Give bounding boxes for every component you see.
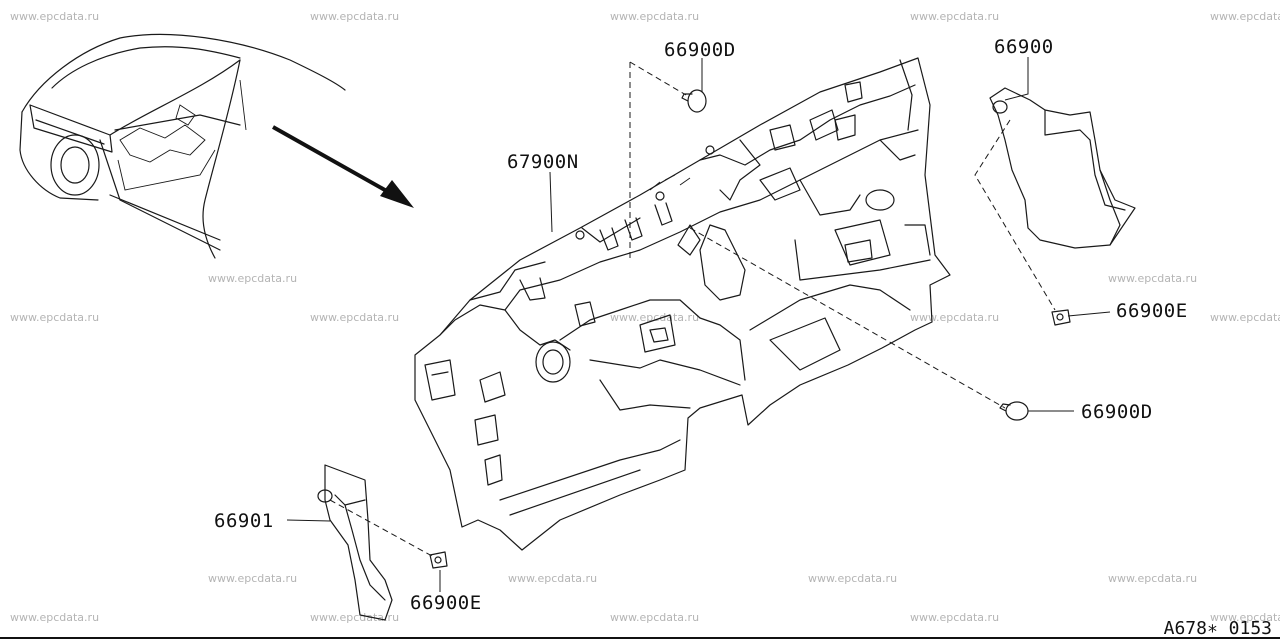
direction-arrow (272, 125, 414, 208)
dash-insulator-67900n (414, 57, 951, 551)
diagram-reference-code: A678∗ 0153 (1163, 618, 1272, 639)
watermark: www.epcdata.ru (10, 611, 100, 624)
clip-66900e-right (1051, 309, 1071, 326)
part-label-66900e-left: 66900E (410, 592, 482, 614)
watermark: www.epcdata.ru (10, 311, 100, 324)
part-label-66900d-top: 66900D (664, 39, 736, 61)
part-label-67900n: 67900N (507, 151, 579, 173)
part-label-66901: 66901 (214, 510, 274, 532)
watermark: www.epcdata.ru (508, 572, 598, 585)
clip-66900d-right (999, 401, 1029, 421)
watermark: www.epcdata.ru (610, 611, 700, 624)
watermark: www.epcdata.ru (808, 572, 898, 585)
part-label-66900: 66900 (994, 36, 1054, 58)
vehicle-overview (19, 33, 346, 259)
watermark: www.epcdata.ru (208, 572, 298, 585)
watermark: www.epcdata.ru (610, 311, 700, 324)
dashed-guides (329, 61, 1056, 557)
watermark: www.epcdata.ru (1210, 611, 1280, 624)
watermark: www.epcdata.ru (1210, 311, 1280, 324)
leader-lines (286, 57, 1111, 592)
watermark: www.epcdata.ru (910, 10, 1000, 23)
side-trim-66901 (317, 464, 393, 621)
watermark: www.epcdata.ru (310, 10, 400, 23)
watermark: www.epcdata.ru (310, 311, 400, 324)
part-label-66900d-right: 66900D (1081, 401, 1153, 423)
part-label-66900e-right: 66900E (1116, 300, 1188, 322)
watermark: www.epcdata.ru (10, 10, 100, 23)
side-trim-66900 (989, 87, 1136, 249)
watermark: www.epcdata.ru (1108, 272, 1198, 285)
watermark: www.epcdata.ru (1108, 572, 1198, 585)
watermark: www.epcdata.ru (1210, 10, 1280, 23)
clip-66900e-left (429, 551, 448, 569)
watermark: www.epcdata.ru (310, 611, 400, 624)
watermark: www.epcdata.ru (208, 272, 298, 285)
watermark: www.epcdata.ru (910, 611, 1000, 624)
watermark: www.epcdata.ru (610, 10, 700, 23)
clip-66900d-top (681, 89, 707, 113)
